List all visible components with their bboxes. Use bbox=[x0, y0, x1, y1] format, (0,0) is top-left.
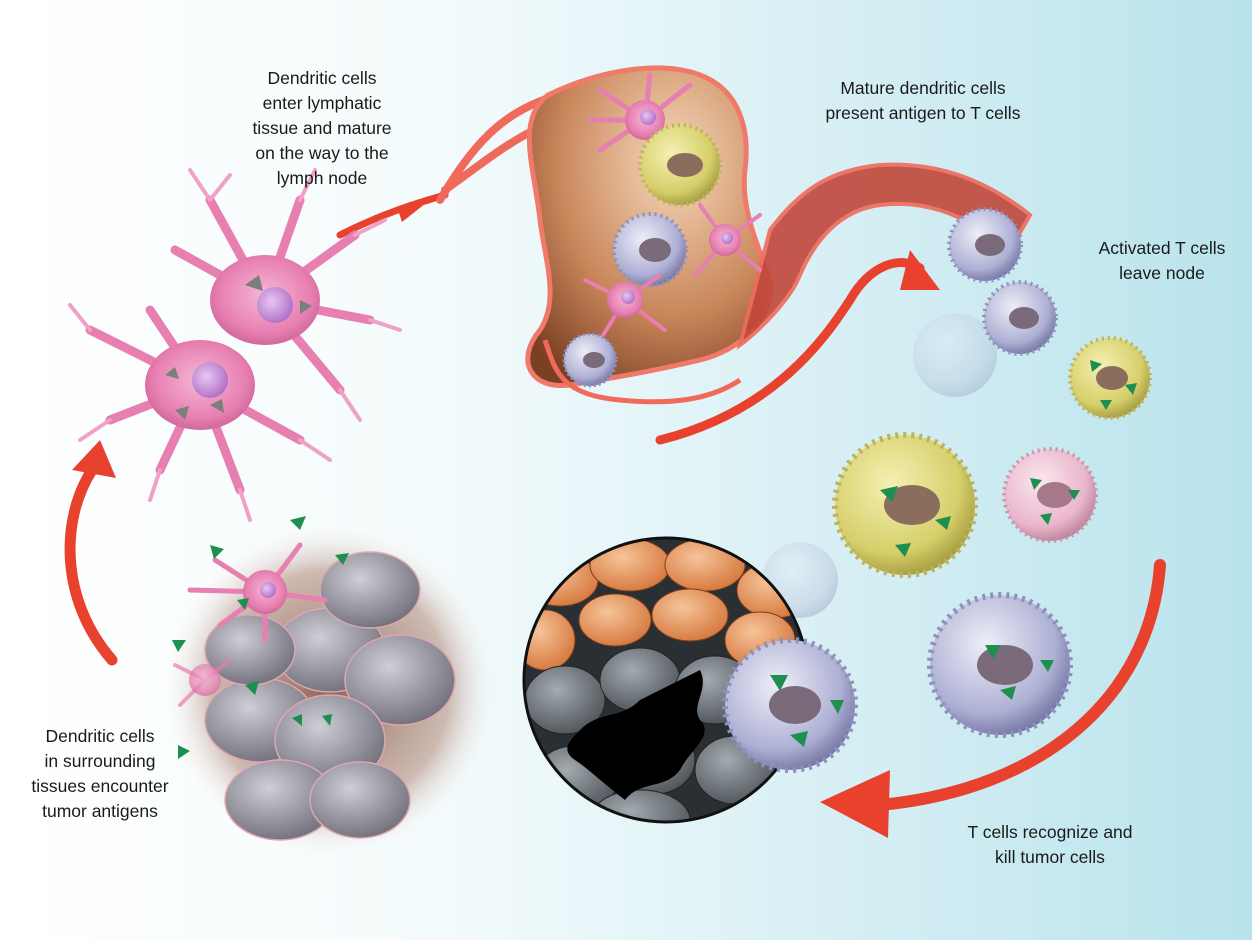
node-tcell-blue-small bbox=[562, 332, 618, 388]
arrow-tumor-to-dendritic bbox=[64, 464, 118, 666]
label-line: Dendritic cells bbox=[45, 726, 155, 746]
node-tcell-blue bbox=[612, 212, 688, 288]
dendritic-nucleus-1 bbox=[257, 287, 293, 323]
label-line: Activated T cells bbox=[1098, 238, 1226, 258]
label-line: in surrounding bbox=[44, 751, 156, 771]
arrow-tumor-to-dendritic-head bbox=[72, 440, 116, 478]
label-line: tissues encounter bbox=[31, 776, 169, 796]
label-line: Dendritic cells bbox=[267, 68, 377, 88]
label-line: lymph node bbox=[276, 168, 368, 188]
arrow-tcells-to-tumor bbox=[874, 559, 1166, 811]
tumor-antigens bbox=[172, 516, 349, 759]
label-line: Mature dendritic cells bbox=[840, 78, 1006, 98]
node-dendritic-cell-3 bbox=[583, 273, 667, 342]
label-line: tissue and mature bbox=[252, 118, 392, 138]
tumor-closeup bbox=[522, 536, 858, 824]
tcell-yellow-small bbox=[1068, 336, 1152, 420]
label-line: leave node bbox=[1119, 263, 1205, 283]
label-line: T cells recognize and bbox=[967, 822, 1133, 842]
tcell-blue-2 bbox=[982, 280, 1058, 356]
dendritic-nucleus-2 bbox=[192, 362, 228, 398]
label-line: kill tumor cells bbox=[995, 847, 1105, 867]
tcell-yellow-large bbox=[832, 432, 978, 578]
label-line: enter lymphatic bbox=[262, 93, 382, 113]
tcell-faded bbox=[913, 313, 997, 397]
tcell-blue-large bbox=[927, 592, 1073, 738]
label-activated-tcells: Activated T cells leave node bbox=[1078, 236, 1246, 286]
tumor-mass bbox=[160, 520, 500, 860]
label-mature-present-antigen: Mature dendritic cells present antigen t… bbox=[798, 76, 1048, 126]
arrow-node-exit bbox=[655, 258, 925, 445]
dying-tumor-cells bbox=[567, 670, 705, 800]
label-tcells-kill: T cells recognize and kill tumor cells bbox=[940, 820, 1160, 870]
node-tcell-exit bbox=[947, 207, 1023, 283]
node-tcell-yellow bbox=[638, 123, 722, 207]
dendritic-cells-cluster bbox=[68, 168, 402, 522]
tcell-attacking bbox=[722, 637, 858, 773]
cycle-arrows bbox=[64, 91, 1166, 838]
activated-tcells bbox=[762, 280, 1152, 738]
label-line: tumor antigens bbox=[42, 801, 158, 821]
label-line: on the way to the bbox=[255, 143, 389, 163]
label-dendritic-enter-lymph: Dendritic cells enter lymphatic tissue a… bbox=[232, 66, 412, 191]
node-dendritic-cell-2 bbox=[693, 203, 762, 277]
arrow-dendritic-to-lymph bbox=[336, 191, 449, 239]
label-line: present antigen to T cells bbox=[825, 103, 1021, 123]
tcell-pink bbox=[1002, 447, 1098, 543]
label-dendritic-encounter: Dendritic cells in surrounding tissues e… bbox=[10, 724, 190, 824]
